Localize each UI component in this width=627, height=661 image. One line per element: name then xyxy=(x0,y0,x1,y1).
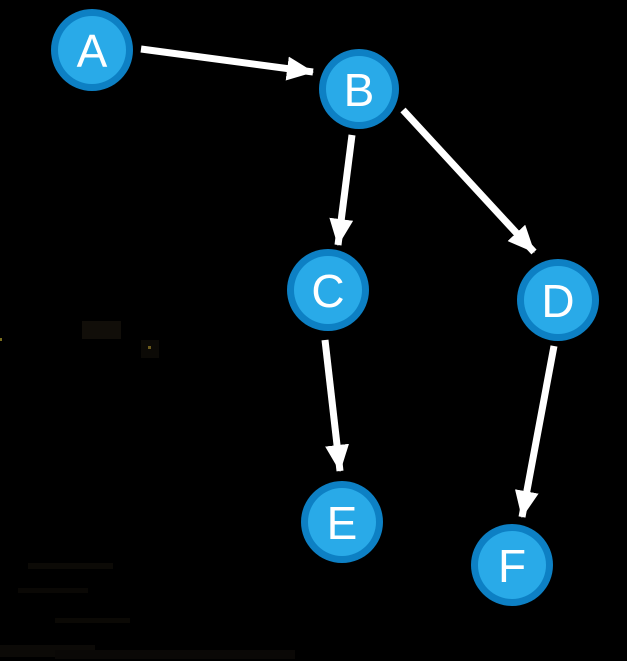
edge-B-D xyxy=(400,107,537,255)
node-body xyxy=(308,488,376,556)
node-B[interactable]: B xyxy=(319,49,399,129)
background-artifact xyxy=(28,563,113,569)
node-E[interactable]: E xyxy=(301,481,383,563)
background-artifact xyxy=(55,618,130,623)
node-A[interactable]: A xyxy=(51,9,133,91)
node-C[interactable]: C xyxy=(287,249,369,331)
background-artifact xyxy=(0,338,2,341)
edge-B-C xyxy=(329,134,356,246)
background-artifacts xyxy=(0,321,295,659)
node-D[interactable]: D xyxy=(517,259,599,341)
node-body xyxy=(326,56,392,122)
background-artifact xyxy=(148,346,151,349)
node-body xyxy=(478,531,546,599)
background-artifact xyxy=(18,588,88,593)
background-artifact xyxy=(55,650,295,659)
node-F[interactable]: F xyxy=(471,524,553,606)
node-body xyxy=(524,266,592,334)
node-body xyxy=(294,256,362,324)
nodes-layer: A B C D E F xyxy=(51,9,599,606)
background-artifact xyxy=(82,321,121,339)
edge-C-E xyxy=(321,339,349,472)
node-body xyxy=(58,16,126,84)
edge-D-F xyxy=(514,345,558,518)
edges-layer xyxy=(140,45,558,518)
edge-A-B xyxy=(140,45,314,81)
